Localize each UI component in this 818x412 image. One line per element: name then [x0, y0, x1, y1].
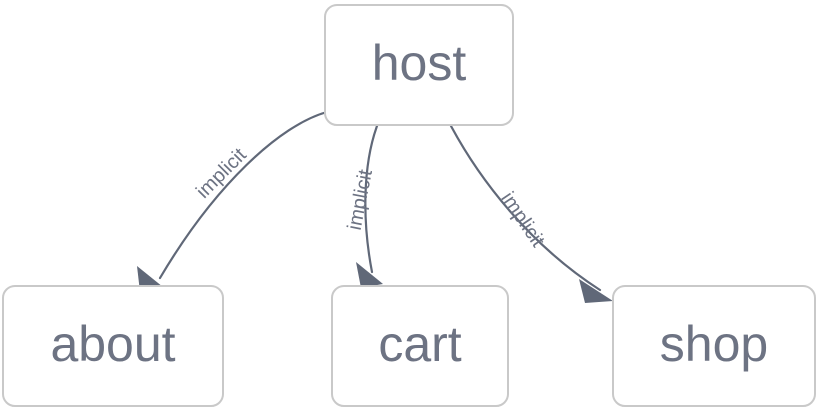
node-about-box[interactable] — [2, 285, 224, 407]
node-host-label: host — [372, 35, 467, 91]
edge-host-cart-path — [364, 124, 379, 274]
node-about[interactable]: about — [2, 285, 224, 407]
node-shop-box[interactable] — [612, 285, 816, 407]
edge-label-host-about: implicit — [192, 144, 251, 203]
edge-layer: implicit implicit implicit — [137, 110, 613, 303]
edge-host-shop-path — [449, 124, 602, 292]
node-cart-label: cart — [378, 316, 461, 372]
node-cart[interactable]: cart — [331, 285, 509, 407]
arrowhead-icon — [579, 279, 613, 303]
node-cart-box[interactable] — [331, 285, 509, 407]
edge-host-shop[interactable]: implicit — [449, 124, 613, 303]
node-layer: host about cart shop — [2, 4, 816, 407]
edge-host-about[interactable]: implicit — [137, 110, 329, 292]
node-host[interactable]: host — [324, 4, 514, 126]
edge-label-host-cart: implicit — [344, 167, 377, 232]
arrowhead-icon — [356, 262, 383, 288]
node-shop-label: shop — [660, 316, 768, 372]
edge-host-cart[interactable]: implicit — [344, 124, 383, 288]
edge-host-about-path — [158, 110, 329, 280]
node-host-box[interactable] — [324, 4, 514, 126]
node-about-label: about — [50, 316, 175, 372]
node-shop[interactable]: shop — [612, 285, 816, 407]
edge-label-host-shop: implicit — [496, 188, 549, 251]
